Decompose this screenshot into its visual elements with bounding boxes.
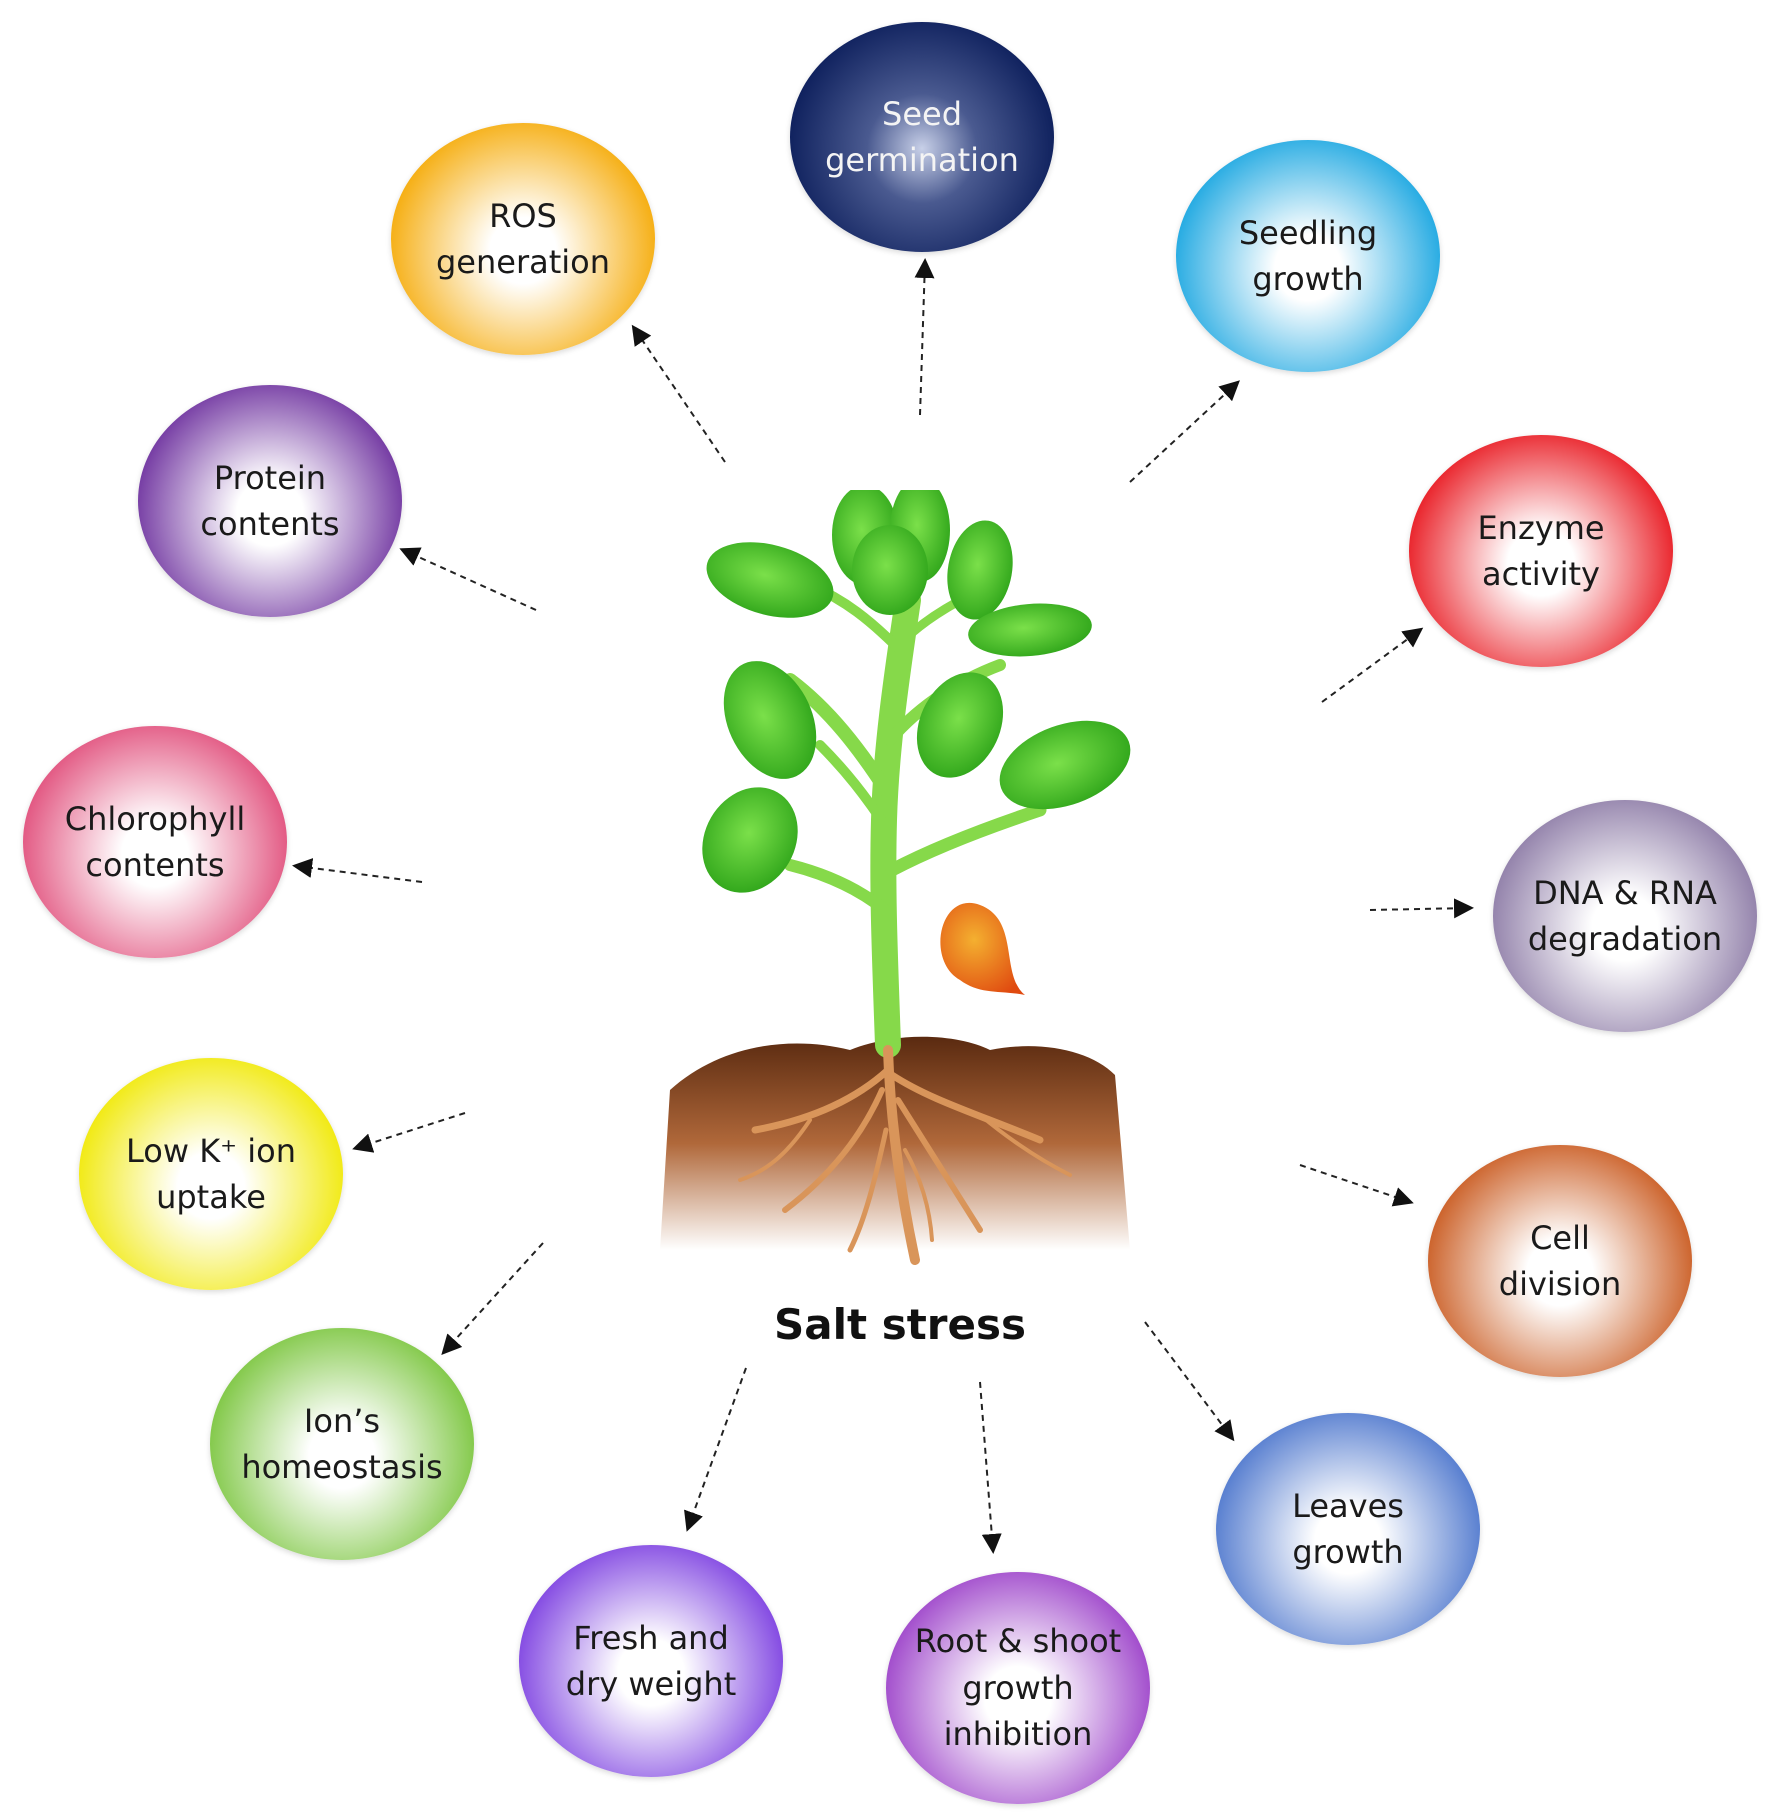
arrow-to-root-shoot-growth-inhibition: [979, 1381, 1002, 1554]
node-seed-germination: Seed germination: [790, 22, 1054, 252]
node-enzyme-activity: Enzyme activity: [1409, 435, 1673, 667]
node-leaves-growth: Leaves growth: [1216, 1413, 1480, 1645]
arrow-to-ions-homeostasis: [441, 1242, 544, 1355]
node-root-shoot-growth-inhibition: Root & shoot growth inhibition: [886, 1572, 1150, 1804]
node-fresh-dry-weight: Fresh and dry weight: [519, 1545, 783, 1777]
arrow-to-chlorophyll-contents: [292, 858, 423, 883]
node-label: Enzyme activity: [1477, 508, 1605, 593]
arrow-to-leaves-growth: [1144, 1321, 1235, 1442]
node-chlorophyll-contents: Chlorophyll contents: [23, 726, 287, 958]
leaves: [702, 490, 1131, 893]
arrow-to-seed-germination: [914, 258, 935, 416]
node-label: Leaves growth: [1292, 1486, 1404, 1571]
plant-illustration: [660, 490, 1131, 1265]
node-label: Protein contents: [200, 458, 340, 543]
node-label: Root & shoot growth inhibition: [914, 1622, 1122, 1754]
node-dna-rna-degradation: DNA & RNA degradation: [1493, 800, 1757, 1032]
center-label-salt-stress: Salt stress: [774, 1300, 1026, 1349]
arrow-to-seedling-growth: [1129, 380, 1240, 483]
node-ions-homeostasis: Ion’s homeostasis: [210, 1328, 474, 1560]
dead-leaf: [940, 902, 1025, 995]
node-cell-division: Cell division: [1428, 1145, 1692, 1377]
arrow-to-dna-rna-degradation: [1369, 898, 1474, 919]
roots: [738, 1045, 1072, 1265]
node-protein-contents: Protein contents: [138, 385, 402, 617]
node-label: ROS generation: [435, 196, 611, 281]
arrow-to-protein-contents: [399, 547, 537, 611]
arrow-to-enzyme-activity: [1321, 627, 1424, 703]
arrow-to-ros-generation: [631, 324, 726, 463]
node-label: Ion’s homeostasis: [241, 1401, 443, 1486]
node-label: Cell division: [1498, 1218, 1622, 1303]
stem: [783, 580, 1047, 1058]
node-low-k-ion-uptake: Low K⁺ ion uptake: [79, 1058, 343, 1290]
node-label: Chlorophyll contents: [64, 799, 246, 884]
node-ros-generation: ROS generation: [391, 123, 655, 355]
node-label: Fresh and dry weight: [565, 1618, 737, 1703]
node-label: Low K⁺ ion uptake: [126, 1131, 296, 1216]
node-label: DNA & RNA degradation: [1527, 873, 1723, 958]
node-seedling-growth: Seedling growth: [1176, 140, 1440, 372]
arrow-to-fresh-dry-weight: [684, 1367, 747, 1532]
node-label: Seed germination: [825, 94, 1019, 179]
node-label: Seedling growth: [1238, 213, 1378, 298]
arrow-to-low-k-ion-uptake: [352, 1112, 466, 1153]
arrow-to-cell-division: [1299, 1164, 1414, 1207]
